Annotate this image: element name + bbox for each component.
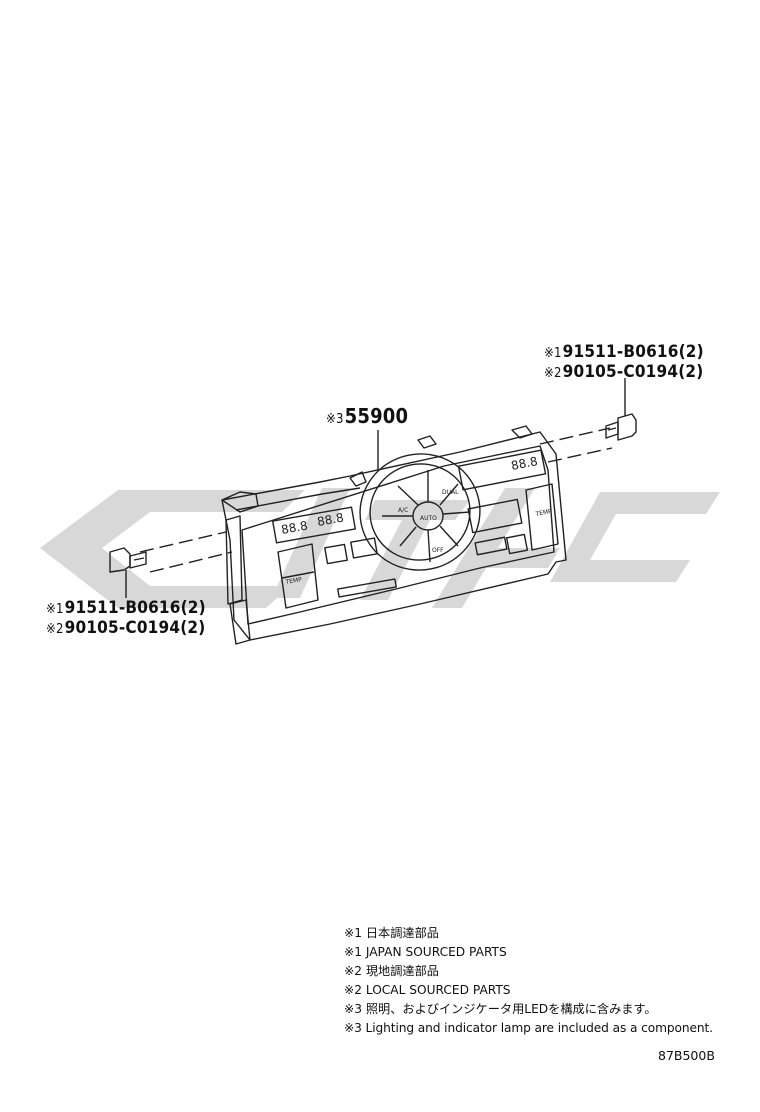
panel-label-dual: DUAL	[442, 489, 459, 496]
display-left-frame	[271, 506, 357, 544]
note-line: ※1 JAPAN SOURCED PARTS	[344, 945, 507, 959]
watermark-stroke-1	[40, 490, 305, 608]
center-dial	[359, 453, 481, 571]
fan-rocker-right	[467, 498, 523, 534]
part-number: 90105-C0194(2)	[64, 618, 206, 638]
part-number: 55900	[344, 404, 409, 428]
alignment-dash-right-2	[547, 447, 613, 463]
watermark-stroke-2	[272, 488, 350, 598]
part-number: 91511-B0616(2)	[562, 342, 704, 362]
alignment-dash-left-1	[139, 531, 227, 553]
panel-label-temp-right: TEMP	[534, 508, 553, 518]
note-mark: ※2	[46, 622, 64, 637]
note-mark: ※1	[544, 346, 562, 361]
watermark-stroke-4	[432, 488, 560, 608]
note-line: ※1 日本調達部品	[344, 926, 439, 940]
screw-left	[109, 547, 147, 573]
callout-top-right: ※191511-B0616(2) ※290105-C0194(2)	[544, 342, 704, 382]
legend-notes: ※1 日本調達部品 ※1 JAPAN SOURCED PARTS ※2 現地調達…	[344, 924, 713, 1038]
part-number: 91511-B0616(2)	[64, 598, 206, 618]
panel-label-ac: A/C	[398, 507, 408, 514]
callout-left: ※191511-B0616(2) ※290105-C0194(2)	[46, 598, 206, 638]
panel-display-left: 88.8	[280, 519, 309, 537]
note-line: ※3 Lighting and indicator lamp are inclu…	[344, 1021, 713, 1035]
panel-display-center: 88.8	[316, 511, 345, 529]
slider-strip	[337, 578, 397, 598]
diagram-code: 87B500B	[658, 1048, 715, 1063]
display-right-frame	[457, 449, 547, 491]
note-mark: ※2	[544, 366, 562, 381]
screw-right	[605, 413, 637, 441]
alignment-dash-right-1	[539, 427, 611, 445]
alignment-dash-left-2	[149, 551, 233, 573]
panel-display-right: 88.8	[510, 454, 539, 473]
note-line: ※2 現地調達部品	[344, 964, 439, 978]
button-left-1	[324, 543, 348, 565]
watermark-stroke-5	[550, 492, 720, 582]
panel-label-off: OFF	[432, 547, 444, 554]
temp-rocker-right	[525, 483, 559, 551]
note-mark: ※1	[46, 602, 64, 617]
callout-main: ※355900	[326, 404, 408, 428]
panel-label-auto: AUTO	[420, 515, 437, 522]
note-line: ※2 LOCAL SOURCED PARTS	[344, 983, 511, 997]
watermark-logo	[40, 488, 720, 608]
note-mark: ※3	[326, 412, 344, 427]
watermark-stroke-3	[360, 500, 470, 600]
note-line: ※3 照明、およびインジケータ用LEDを構成に含みます。	[344, 1002, 657, 1016]
temp-rocker-left	[277, 543, 319, 609]
panel-label-temp-left: TEMP	[284, 576, 303, 586]
button-right-2	[505, 533, 529, 555]
button-right-1	[474, 536, 508, 556]
button-left-2	[350, 537, 378, 559]
panel-body	[221, 425, 567, 645]
part-number: 90105-C0194(2)	[562, 362, 704, 382]
